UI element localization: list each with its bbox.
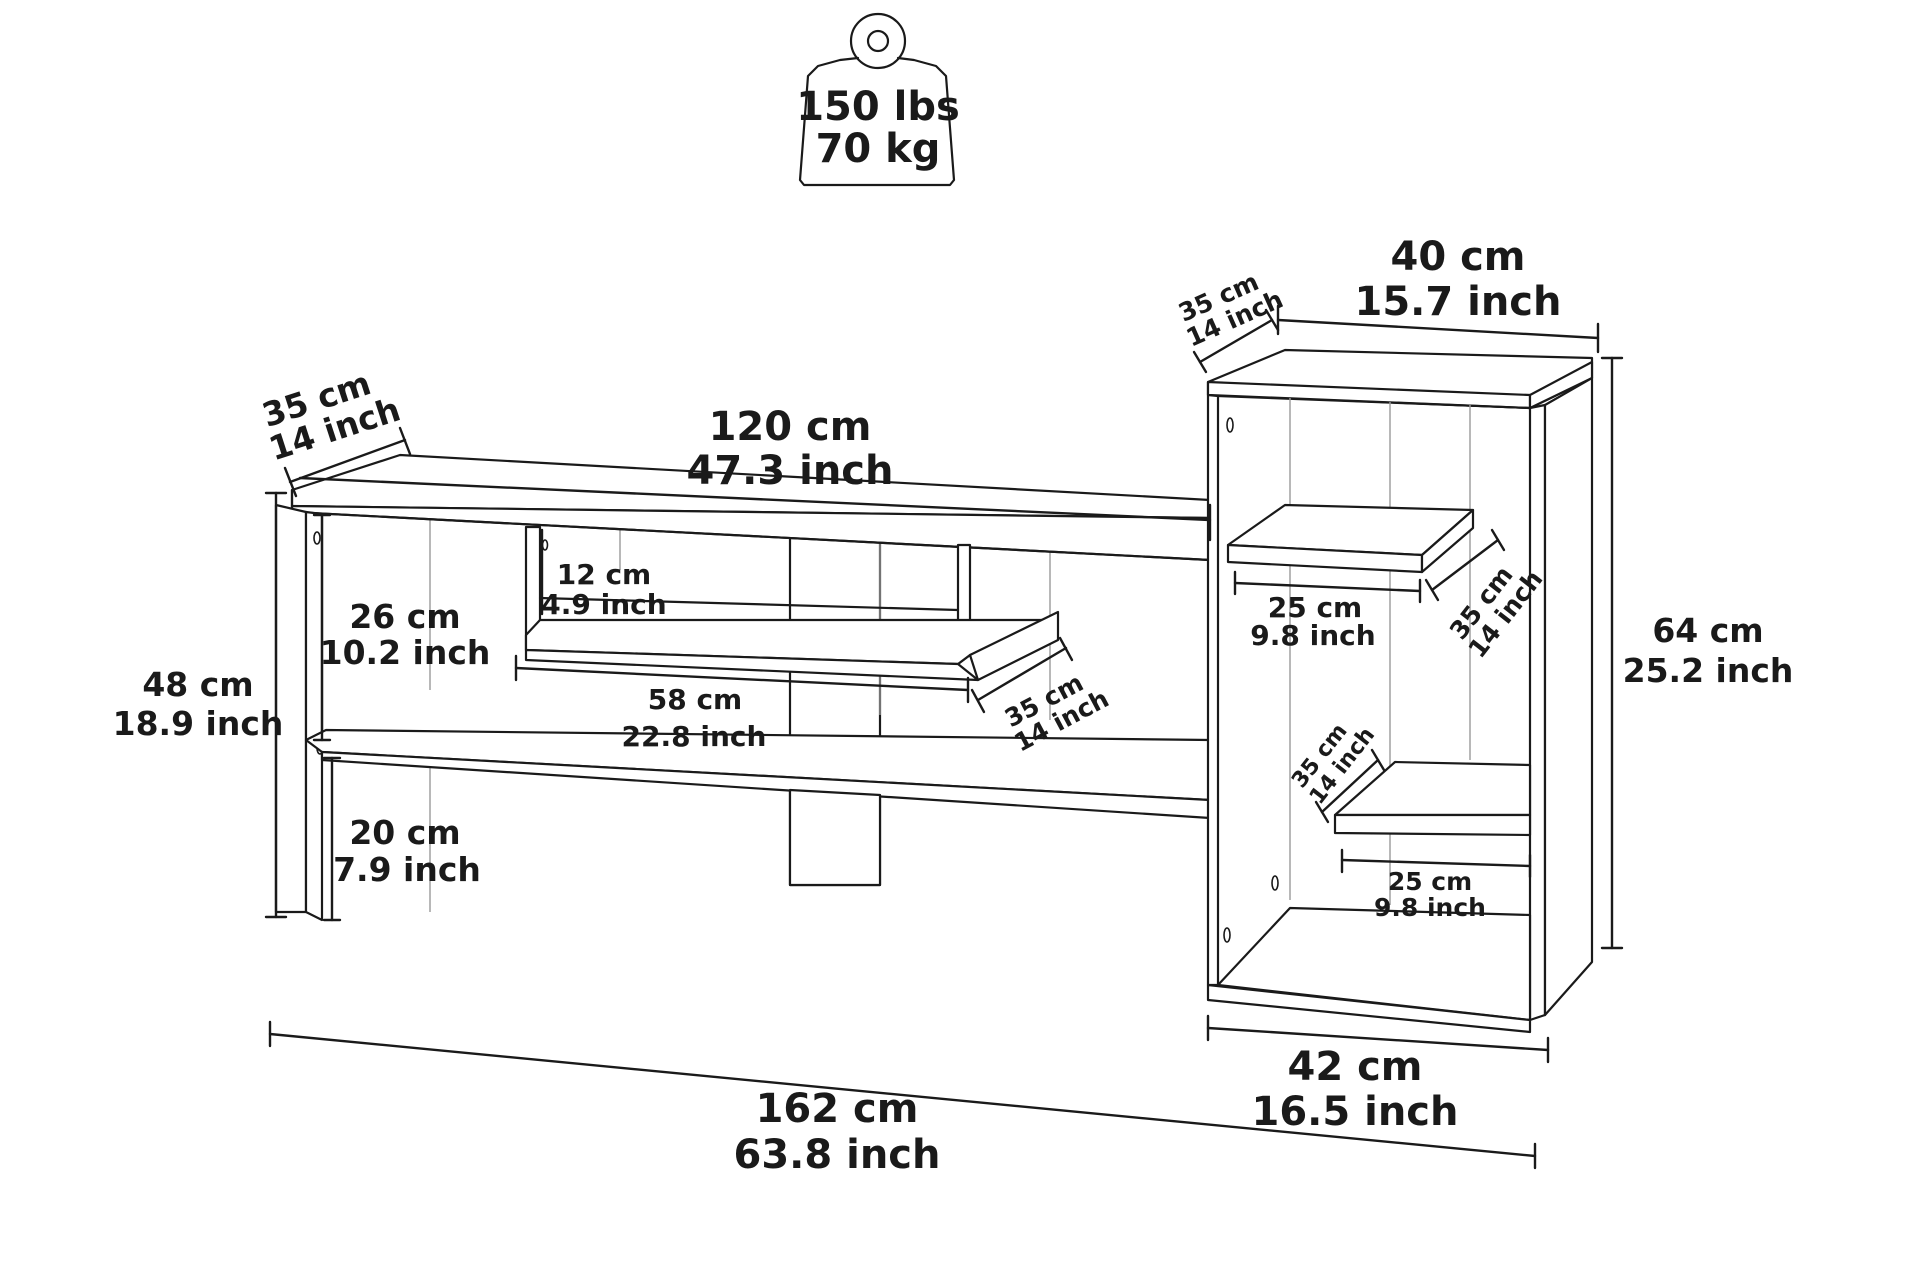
bench-height-cm: 48 cm [142,665,253,704]
drawer-height-cm: 12 cm [557,558,652,591]
weight-lbs: 150 lbs [796,84,960,130]
weight-kg: 70 kg [816,126,941,172]
drawer-height-inch: 4.9 inch [541,588,666,621]
weight-icon: 150 lbs 70 kg [796,12,960,187]
tower-shelf-lower-width-inch: 9.8 inch [1374,893,1486,922]
tower-section [1206,348,1594,1034]
drawer-width-cm: 58 cm [648,683,743,716]
lower-gap-inch: 7.9 inch [333,850,481,889]
tower-width-inch: 15.7 inch [1355,279,1562,325]
tower-height-cm: 64 cm [1652,611,1763,650]
dimension-lines [264,304,1624,1170]
top-width-cm: 120 cm [709,404,872,450]
bench-section [274,453,1212,922]
total-width-inch: 63.8 inch [734,1132,941,1178]
tower-shelf-upper-width-inch: 9.8 inch [1250,619,1375,652]
top-width-inch: 47.3 inch [687,448,894,494]
tower-height-inch: 25.2 inch [1623,651,1794,690]
upper-gap-inch: 10.2 inch [320,633,491,672]
bench-height-inch: 18.9 inch [113,704,284,743]
tower-base-width-inch: 16.5 inch [1252,1089,1459,1135]
tower-width-cm: 40 cm [1391,234,1526,280]
drawer-width-inch: 22.8 inch [622,720,767,753]
upper-gap-cm: 26 cm [349,597,460,636]
tower-shelf-upper-width-cm: 25 cm [1268,591,1363,624]
tower-shelf-lower-width-cm: 25 cm [1388,867,1472,896]
total-width-cm: 162 cm [756,1086,919,1132]
lower-gap-cm: 20 cm [349,813,460,852]
tower-base-width-cm: 42 cm [1288,1044,1423,1090]
